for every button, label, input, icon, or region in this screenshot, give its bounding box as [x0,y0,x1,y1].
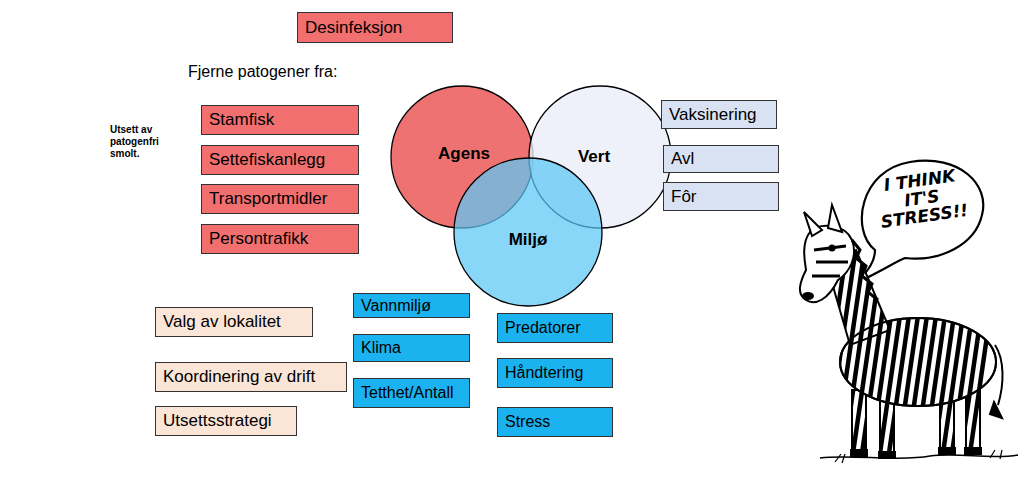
factor-box: Transportmidler [201,184,359,214]
venn-circle: Miljø [453,157,603,307]
box-label: Avl [671,149,694,169]
box-label: Håndtering [505,364,583,382]
factor-box: Vaksinering [661,100,777,129]
stripe [969,240,1001,460]
factor-box: Klima [353,334,470,362]
box-label: Desinfeksjon [305,18,402,38]
section-label: Fjerne patogener fra: [188,62,408,81]
factor-box: Avl [663,145,779,173]
factor-box: Persontrafikk [201,224,359,254]
factor-box: Håndtering [497,358,613,388]
factor-box: Vannmiljø [353,293,470,318]
box-label: Klima [361,339,401,357]
box-label: Transportmidler [209,189,327,209]
factor-box: Stamfisk [201,105,359,135]
box-label: Vaksinering [669,105,757,125]
zebra-outline [800,205,1018,463]
speech-bubble [858,161,983,282]
factor-box: Predatorer [497,313,613,343]
speech-text: I THINK IT'S STRESS!! [869,165,975,232]
factor-box: Valg av lokalitet [155,307,313,337]
box-label: Persontrafikk [209,229,308,249]
factor-box: Fôr [663,182,779,211]
circle-label: Agens [438,144,490,164]
factor-box: Utsettsstrategi [155,406,297,436]
circle-shape [454,158,602,306]
factor-box: Settefiskanlegg [201,145,359,175]
factor-box: Koordinering av drift [155,362,347,392]
note-label: Utsett av patogenfri smolt. [110,124,172,160]
box-label: Koordinering av drift [163,367,315,387]
box-label: Utsettsstrategi [163,411,272,431]
box-label: Valg av lokalitet [163,312,281,332]
box-label: Tetthet/Antall [361,384,454,402]
factor-box: Tetthet/Antall [353,378,470,408]
box-label: Stress [505,413,550,431]
factor-box: Stress [497,407,613,437]
box-label: Settefiskanlegg [209,150,325,170]
box-label: Predatorer [505,319,581,337]
box-label: Vannmiljø [361,297,431,315]
box-label: Fôr [671,187,697,207]
box-label: Stamfisk [209,110,274,130]
circle-label: Vert [578,147,610,167]
circle-label: Miljø [509,230,548,250]
factor-box: Desinfeksjon [297,12,453,43]
